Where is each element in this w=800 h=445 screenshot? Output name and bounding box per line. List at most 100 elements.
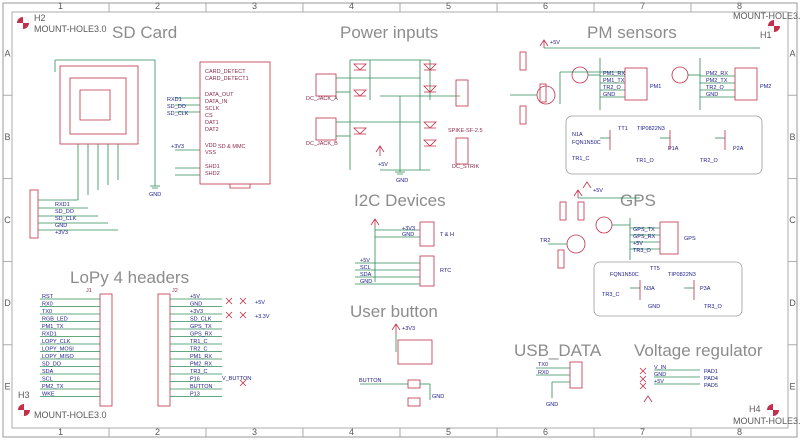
i2c-net: +5V [360, 258, 370, 264]
lopy-right-net: TR1_C [190, 339, 207, 345]
gps-net: GPS_RX [633, 234, 656, 240]
sd-mmc-block: SD & MMC CARD_DETECT CARD_DETECT1 DATA_O… [199, 61, 271, 189]
lopy-left-net: WKE [42, 392, 55, 398]
lopy-right-net: SD_CLK [190, 317, 212, 323]
lopy-left-net: SD_DO [42, 362, 62, 368]
lopy-right-net: GND [190, 302, 202, 308]
vreg-pad: PAD1 [704, 369, 718, 375]
i2c-net: +3V3 [402, 226, 415, 232]
pm-part: P2A [733, 146, 744, 152]
gps-part: TR3_O [704, 304, 722, 310]
gps-part: TR3_C [602, 292, 619, 298]
lopy-left-net: LOPY_MOSI [42, 347, 74, 353]
border-column-label: 3 [252, 427, 257, 437]
section-title-i2c-devices: I2C Devices [354, 191, 446, 210]
lopy-header-j2 [157, 293, 171, 407]
sd-net-label: SD_DO [167, 104, 187, 110]
sd-left-net: GND [55, 223, 67, 229]
i2c-connector-label: T & H [440, 232, 454, 238]
sd-pin-label: DATA_OUT [205, 92, 234, 98]
border-row-label: A [4, 49, 10, 59]
gps-part: TIP0822N3 [668, 272, 696, 278]
usb-net: GND [546, 402, 558, 408]
gps-part: N3A [644, 286, 655, 292]
pm-part: TR1_C [572, 156, 589, 162]
lopy-left-net: RXD1 [42, 332, 57, 338]
pm-net: PM2_TX [706, 78, 728, 84]
sd-pin-label: SHD1 [205, 164, 220, 170]
sd-left-net: RXD1 [55, 202, 70, 208]
gps-vcc: +5V [593, 188, 603, 194]
lopy-right-net: +3V3 [190, 309, 203, 315]
gps-part: TR2 [540, 238, 550, 244]
border-column-label: 3 [252, 1, 257, 11]
gps-transistor-box [593, 261, 743, 317]
border-row-label: D [789, 298, 796, 308]
pm-part: TIP0822N3 [637, 126, 665, 132]
lopy-right-net: +5V [190, 294, 200, 300]
sd-pin-label: VDD [205, 143, 217, 149]
lopy-right-net: PM2_RX [190, 362, 212, 368]
lopy-extra-label: +5V [255, 300, 265, 306]
lopy-left-net: TX0 [42, 309, 52, 315]
border-column-label: 4 [349, 427, 354, 437]
lopy-extra-label: V_BUTTON [222, 376, 251, 382]
i2c-net: SCL [360, 265, 371, 271]
border-column-label: 7 [640, 427, 645, 437]
pm-net: PM1_TX [603, 78, 625, 84]
gps-part: GND [648, 304, 660, 310]
border-column-label: 5 [446, 427, 451, 437]
sd-card-socket [54, 59, 156, 200]
power-label: DC_STRIK [452, 164, 480, 170]
pm-net: TR2_O [706, 85, 724, 91]
pm-circuit: +5V PM1_RX PM1_TX TR2_O GND PM2_RX PM2_T… [510, 39, 771, 175]
sd-left-net: SD_DO [55, 209, 75, 215]
sd-net-label: RXD1 [167, 97, 182, 103]
user-button-circuit: +3V3 BUTTON GND [359, 323, 444, 407]
pm-connector-label: PM2 [760, 84, 771, 90]
sd-pin-label: CS [205, 113, 213, 119]
mount-hole-label: MOUNT-HOLE3.0 [733, 11, 800, 21]
pm-part: TT1 [618, 126, 628, 132]
sd-pin-label: SCLK [205, 106, 220, 112]
sd-right-nets: RXD1 SD_DO SD_CLK +3V3 GND [149, 97, 200, 198]
vreg-circuit: V_IN GND +5V PAD1 PAD4 PAD5 [639, 365, 718, 403]
sd-pin-label: SHD2 [205, 171, 220, 177]
border-column-label: 1 [58, 1, 63, 11]
gps-net: +5V [633, 241, 643, 247]
gps-part: P3A [700, 286, 711, 292]
section-title-gps: GPS [620, 191, 656, 210]
border-column-label: 8 [737, 1, 742, 11]
power-connector-label: DC_JACK_B [306, 141, 338, 147]
i2c-net: GND [402, 232, 414, 238]
border-column-label: 5 [446, 1, 451, 11]
mount-hole-ref: H1 [760, 30, 772, 40]
lopy-header-j1 [99, 293, 113, 407]
sd-pin-label: CARD_DETECT [205, 69, 246, 75]
i2c-circuit: +3V3 GND +5V SCL SDA GND T & H RTC [355, 218, 454, 287]
border-column-label: 6 [543, 1, 548, 11]
mount-hole-ref: H2 [34, 13, 46, 23]
usb-net: TX0 [538, 362, 548, 368]
power-label: SPIKE-SF-2.5 [448, 128, 483, 134]
pm-net: GND [603, 92, 615, 98]
border-row-label: B [789, 132, 795, 142]
user-button-switch[interactable] [397, 339, 433, 365]
i2c-net: GND [360, 279, 372, 285]
sd-mmc-label: SD & MMC [218, 144, 246, 150]
sd-pin-label: DATA_IN [205, 99, 227, 105]
pm-net: PM2_RX [706, 71, 728, 77]
gps-net: TR3_O [633, 248, 651, 254]
power-circuit: DC_JACK_A DC_JACK_B SPIKE-SF-2.5 DC_STRI… [306, 59, 483, 184]
pm-part: N1A [572, 132, 583, 138]
lopy-right-net: TR3_C [190, 369, 207, 375]
mount-hole-label: MOUNT-HOLE3.0 [34, 410, 107, 420]
power-label: +5V [378, 162, 388, 168]
gps-net: GPS_TX [633, 227, 655, 233]
border-column-label: 4 [349, 1, 354, 11]
mount-hole-label: MOUNT-HOLE3.0 [733, 416, 800, 426]
mount-hole-h4: H4 MOUNT-HOLE3.0 [733, 404, 800, 426]
mount-hole-h3: H3 MOUNT-HOLE3.0 [18, 390, 107, 420]
